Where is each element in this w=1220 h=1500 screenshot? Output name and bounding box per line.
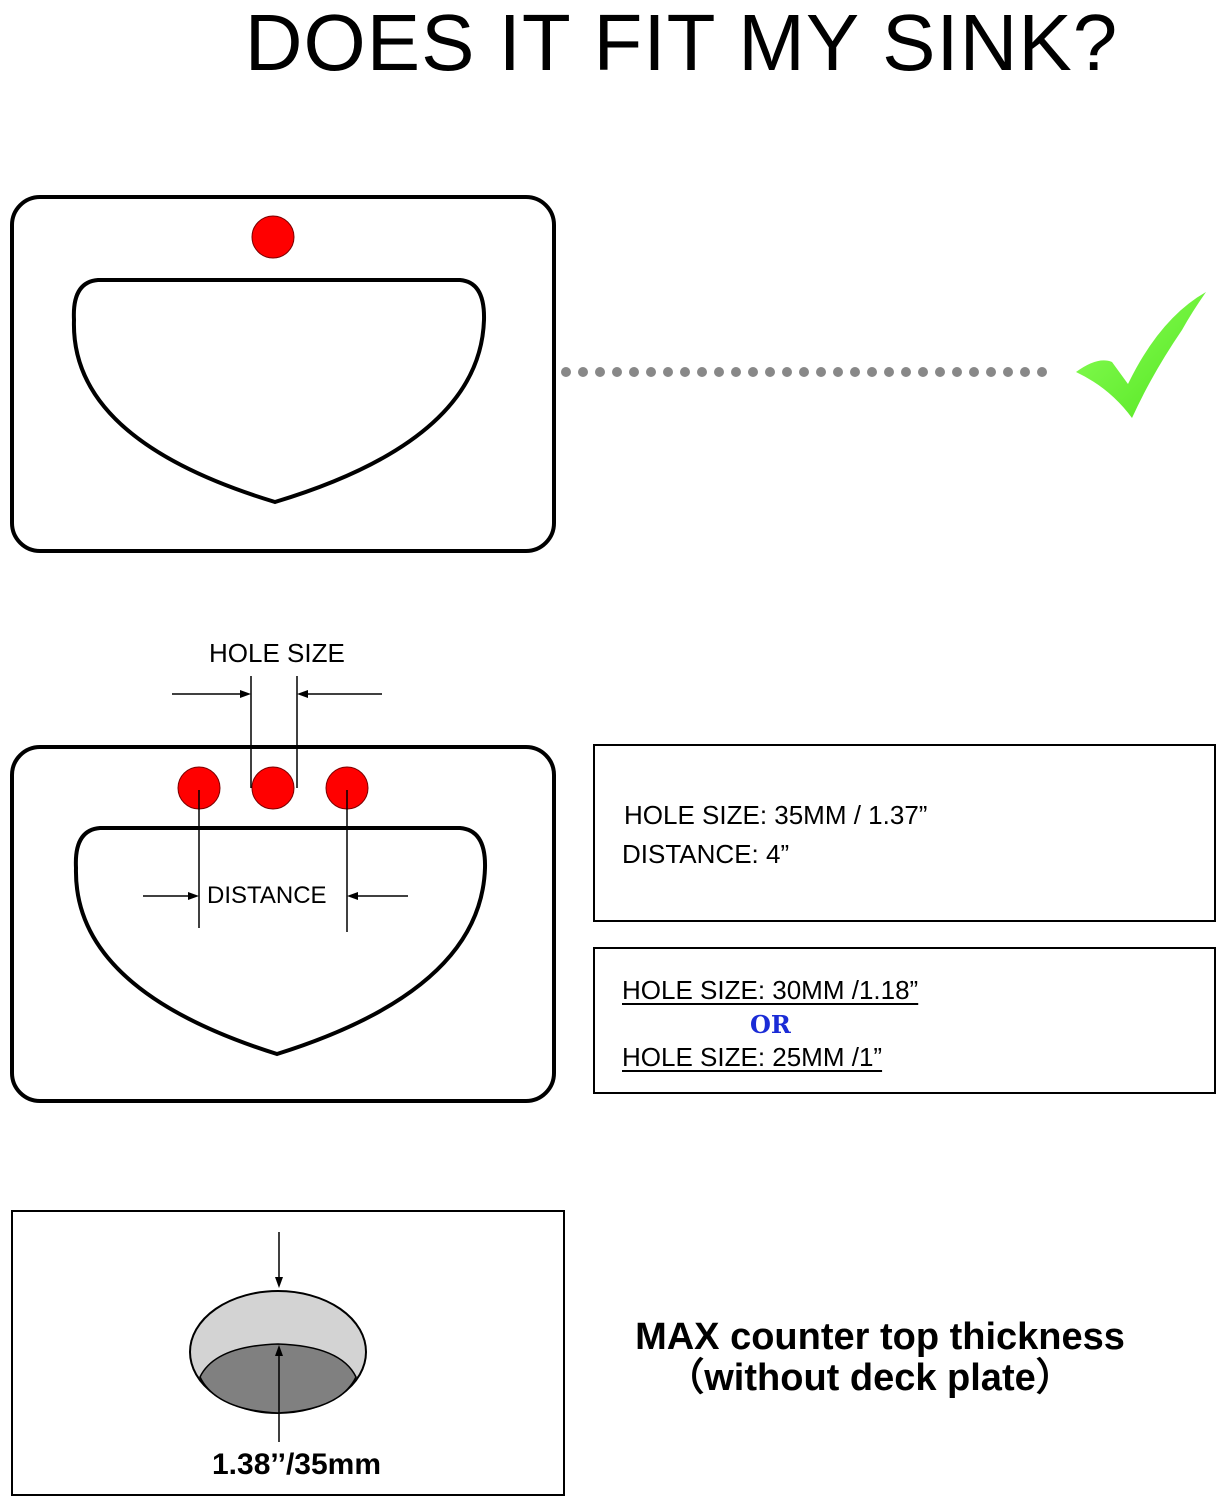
distance-spec: DISTANCE: 4” [622, 839, 790, 869]
hole-size-label: HOLE SIZE [209, 638, 345, 668]
sink-three-holes [10, 745, 556, 1103]
distance-label: DISTANCE [207, 882, 327, 909]
page-title: DOES IT FIT MY SINK? [244, 0, 1119, 87]
hole-size-30mm: HOLE SIZE: 30MM /1.18” [622, 975, 919, 1005]
thickness-diagram [11, 1210, 565, 1496]
sink-single-hole [10, 195, 556, 553]
check-icon [1076, 292, 1206, 418]
compatible-spec-box: HOLE SIZE: 35MM / 1.37” DISTANCE: 4” [593, 744, 1216, 922]
thickness-measurement: 1.38’’/35mm [212, 1448, 381, 1481]
counter-hole-inner [199, 1343, 357, 1414]
incompatible-spec-box: HOLE SIZE: 30MM /1.18” OR HOLE SIZE: 25M… [593, 947, 1216, 1094]
or-label: OR [750, 1010, 791, 1039]
hole-size-25mm: HOLE SIZE: 25MM /1” [622, 1042, 883, 1072]
hole-size-spec: HOLE SIZE: 35MM / 1.37” [624, 800, 928, 830]
thickness-caption-line1: MAX counter top thickness [635, 1316, 1125, 1358]
thickness-caption-line2: （without deck plate） [666, 1357, 1074, 1399]
distance-dimension [143, 790, 408, 932]
basin-outline [73, 826, 488, 1057]
faucet-hole [251, 215, 295, 259]
faucet-hole [251, 766, 295, 810]
hole-size-dimension [172, 676, 382, 788]
dotted-connector [561, 367, 1047, 377]
basin-outline [71, 278, 487, 505]
